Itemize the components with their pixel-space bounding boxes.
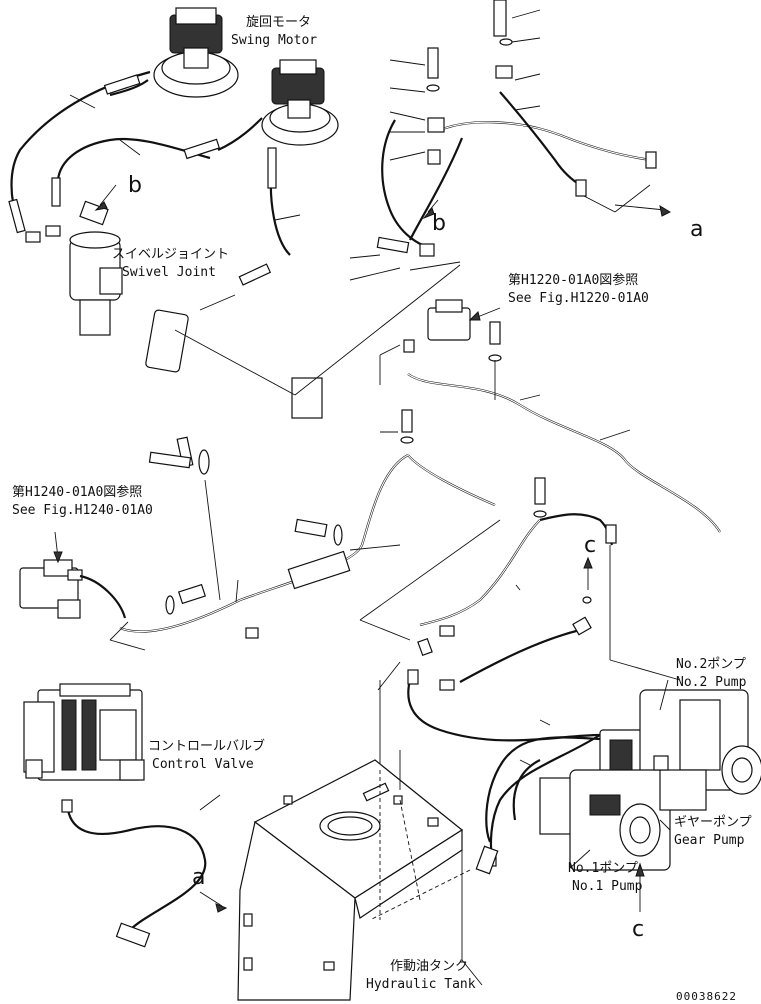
swing-motor-en-label: Swing Motor	[231, 33, 317, 48]
ref-h1240-jp-label: 第H1240-01A0図参照	[12, 484, 142, 500]
middle-hose-group	[119, 409, 547, 641]
no2-pump-jp-label: No.2ポンプ	[676, 657, 746, 672]
h1240-component	[19, 531, 146, 651]
control-valve-jp-label: コントロールバルブ	[148, 738, 265, 754]
document-number: 00038622	[676, 990, 737, 1003]
hydraulic-tank	[237, 750, 499, 1001]
swivel-joint-jp-label: スイベルジョイント	[112, 247, 229, 262]
hydraulic-tank-jp-label: 作動油タンク	[390, 959, 468, 974]
callout-c-bottom: c	[632, 917, 644, 942]
pump-feed-hoses	[377, 513, 631, 867]
swivel-joint-en-label: Swivel Joint	[122, 265, 216, 280]
callout-a-right: a	[690, 217, 703, 242]
gear-pump-en-label: Gear Pump	[674, 833, 745, 848]
h1220-component	[403, 299, 502, 362]
h1220-return-hose	[379, 344, 721, 681]
no2-pump-en-label: No.2 Pump	[676, 675, 747, 690]
control-valve-hose	[61, 794, 221, 948]
no1-pump-jp-label: No.1ポンプ	[568, 861, 638, 876]
swing-motor-left	[153, 7, 239, 98]
swing-motor-hoses	[8, 70, 301, 286]
callout-b-right: b	[432, 211, 446, 236]
ref-h1220-jp-label: 第H1220-01A0図参照	[508, 272, 638, 288]
gear-pump-jp-label: ギヤーポンプ	[674, 815, 752, 830]
callout-c-middle: c	[584, 533, 596, 558]
swing-motor-right	[261, 59, 339, 146]
pump-assembly	[539, 689, 761, 871]
callout-b-left: b	[128, 173, 142, 198]
ref-h1240-en-label: See Fig.H1240-01A0	[12, 503, 153, 518]
hydraulic-tank-en-label: Hydraulic Tank	[366, 977, 476, 992]
swivel-joint	[25, 200, 123, 336]
control-valve-en-label: Control Valve	[152, 757, 254, 772]
callout-a-left: a	[192, 865, 205, 890]
top-right-hose-group	[349, 0, 672, 281]
check-valve-block	[145, 264, 461, 419]
ref-h1220-en-label: See Fig.H1220-01A0	[508, 291, 649, 306]
swing-motor-jp-label: 旋回モータ	[246, 15, 311, 30]
control-valve	[23, 683, 145, 781]
no1-pump-en-label: No.1 Pump	[572, 879, 643, 894]
